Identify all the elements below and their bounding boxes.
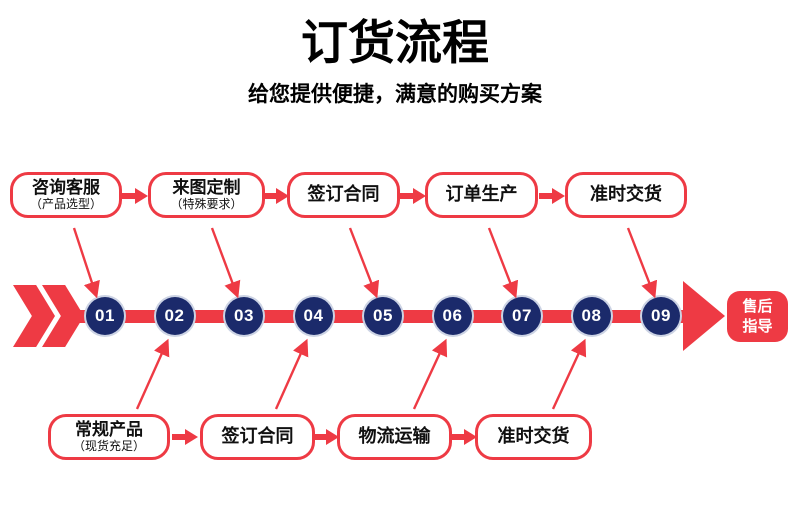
bubble-label: 签订合同 — [307, 184, 380, 205]
right-arrow-icon — [263, 188, 289, 204]
bubble-label: 准时交货 — [590, 184, 662, 205]
top-flow-step-bubble: 准时交货 — [565, 172, 687, 218]
bubble-sublabel: （现货充足） — [72, 439, 145, 454]
bubble-label: 订单生产 — [445, 184, 518, 205]
bubble-label: 常规产品 — [75, 419, 143, 439]
timeline-step-circle: 03 — [225, 297, 263, 335]
connector-arrow — [348, 227, 380, 299]
top-flow-step-bubble: 来图定制（特殊要求） — [148, 172, 265, 218]
bubble-label: 物流运输 — [358, 426, 431, 447]
connector-arrow — [487, 227, 519, 299]
connector-arrow — [274, 338, 309, 410]
timeline-step-circle: 07 — [503, 297, 541, 335]
page-subtitle: 给您提供便捷，满意的购买方案 — [248, 83, 542, 107]
bubble-label: 准时交货 — [497, 426, 570, 447]
timeline-step-circle: 08 — [572, 297, 611, 335]
connector-arrow — [210, 227, 241, 299]
bottom-flow-step-bubble: 物流运输 — [337, 414, 452, 460]
top-flow-step-bubble: 咨询客服（产品选型） — [10, 172, 122, 218]
top-flow-step-bubble: 签订合同 — [287, 172, 400, 218]
after-sale-line: 售后 — [742, 298, 773, 315]
big-right-arrow-icon — [683, 281, 725, 351]
timeline-step-circle: 09 — [642, 297, 680, 335]
timeline-step-circle: 05 — [364, 297, 402, 335]
timeline-step-circle: 02 — [155, 297, 194, 335]
timeline-steps: 01 02 03 04 05 06 07 08 09 — [86, 297, 680, 335]
connector-arrow — [412, 338, 448, 410]
bottom-flow-step-bubble: 常规产品（现货充足） — [48, 414, 170, 460]
bottom-flow-step-bubble: 签订合同 — [200, 414, 315, 460]
connector-arrow — [626, 227, 658, 299]
right-arrow-icon — [450, 429, 477, 445]
timeline-step-circle: 06 — [433, 297, 472, 335]
bubble-sublabel: （产品选型） — [29, 197, 102, 212]
bubble-sublabel: （特殊要求） — [170, 197, 243, 212]
page-title: 订货流程 — [301, 16, 489, 69]
header: 订货流程 给您提供便捷，满意的购买方案 — [0, 0, 790, 108]
right-arrow-icon — [122, 188, 148, 204]
connector-arrow — [72, 227, 100, 299]
bubble-label: 来图定制 — [172, 177, 241, 197]
after-sale-badge: 售后 指导 — [727, 291, 788, 342]
bubble-label: 咨询客服 — [32, 177, 100, 197]
connector-arrow — [551, 338, 587, 410]
bottom-flow-step-bubble: 准时交货 — [475, 414, 592, 460]
timeline-step-circle: 01 — [86, 297, 124, 335]
top-flow-step-bubble: 订单生产 — [425, 172, 538, 218]
connector-arrow — [135, 338, 170, 410]
right-arrow-icon — [538, 188, 565, 204]
timeline-step-circle: 04 — [294, 297, 333, 335]
right-arrow-icon — [172, 429, 198, 445]
after-sale-line: 指导 — [742, 317, 773, 335]
right-arrow-icon — [399, 188, 426, 204]
right-arrow-icon — [313, 429, 339, 445]
bubble-label: 签订合同 — [221, 426, 294, 447]
